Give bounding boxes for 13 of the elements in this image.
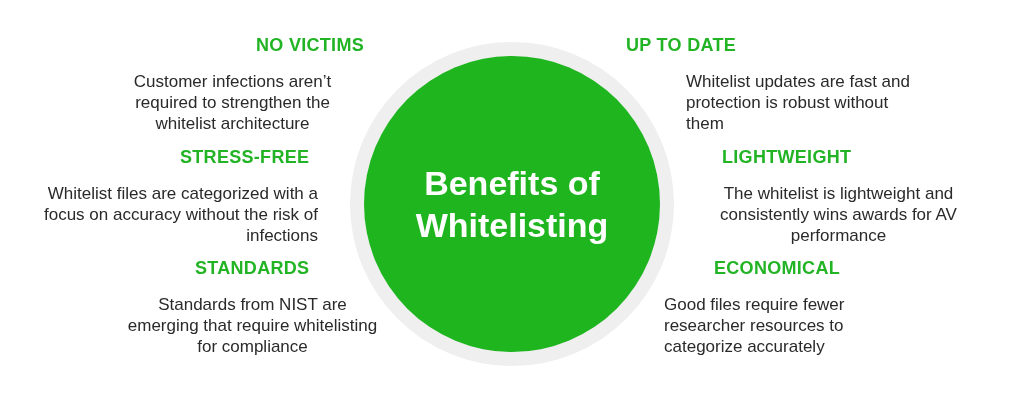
benefit-description: Customer infections aren’t required to strengthen the whitelist architecture [132,71,333,134]
benefit-description: Whitelist files are categorized with a focus on accuracy without the risk of infections [42,183,318,246]
benefit-heading: ECONOMICAL [714,258,840,279]
benefit-heading: LIGHTWEIGHT [722,147,852,168]
benefit-description: The whitelist is lightweight and consistently wins awards for AV performance [719,183,958,246]
circle-title: Benefits of Whitelisting [414,163,610,246]
benefit-heading: UP TO DATE [626,35,736,56]
benefit-description: Whitelist updates are fast and protection is robust without them [686,71,911,134]
benefit-heading: STRESS-FREE [180,147,310,168]
benefit-description: Good files require fewer researcher resources to categorize accurately [664,294,846,357]
benefit-description: Standards from NIST are emerging that require whitelisting for compliance [126,294,379,357]
benefit-heading: NO VICTIMS [256,35,364,56]
benefit-heading: STANDARDS [195,258,310,279]
